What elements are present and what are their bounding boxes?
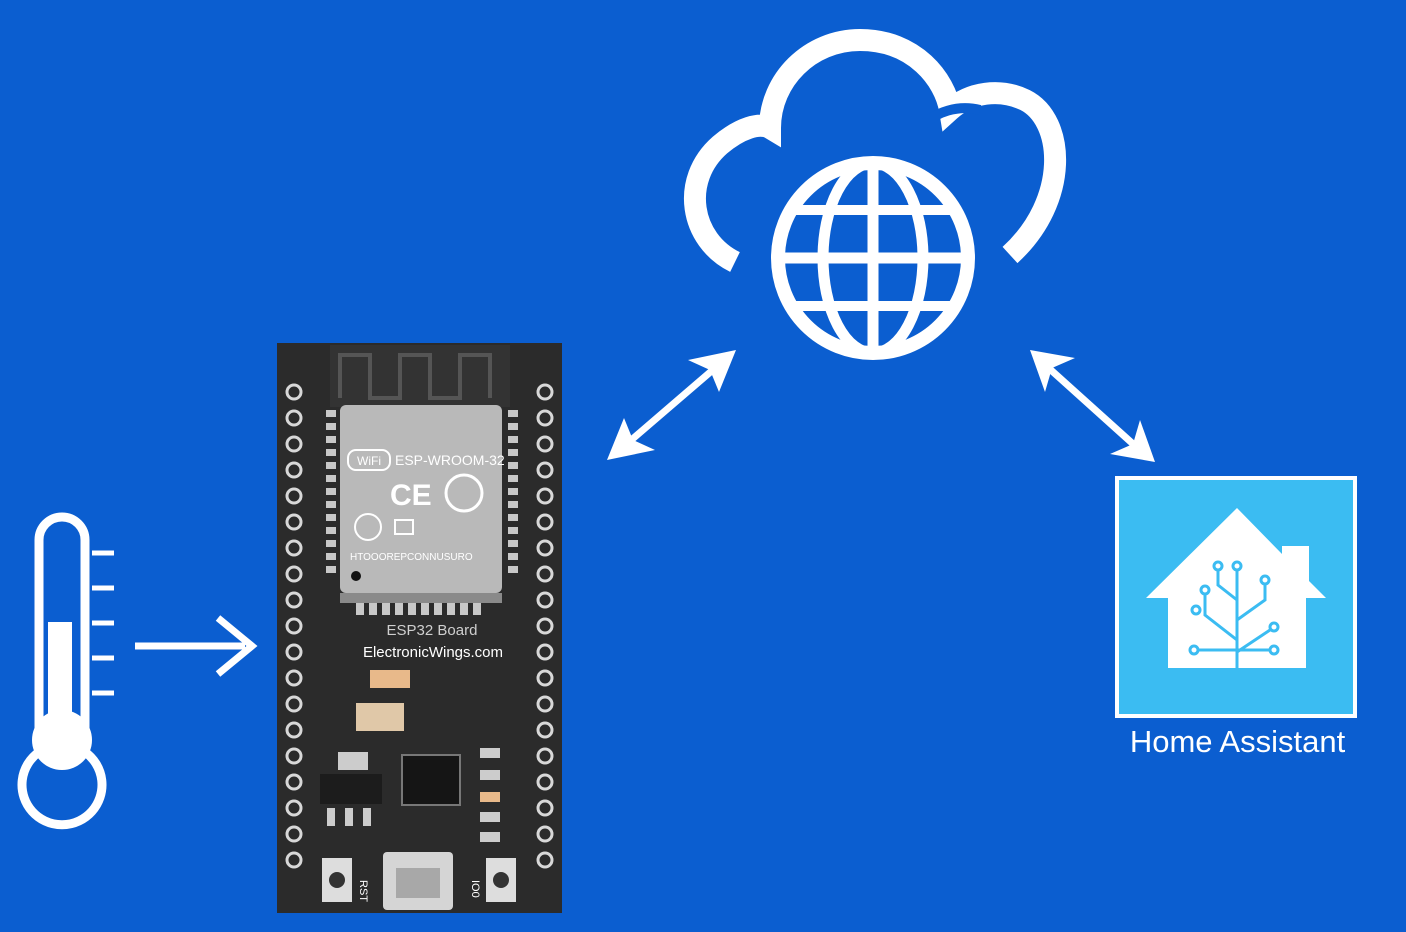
module-pad xyxy=(508,462,518,469)
module-pad xyxy=(326,436,336,443)
module-model: ESP-WROOM-32 xyxy=(395,452,505,468)
module-brand: WiFi xyxy=(357,454,381,468)
header-pin xyxy=(285,799,303,817)
boot-label: IO0 xyxy=(469,880,481,898)
module-pad xyxy=(460,603,468,615)
module-pad xyxy=(447,603,455,615)
module-pad xyxy=(326,423,336,430)
ce-mark: CE xyxy=(390,479,432,512)
header-pin xyxy=(285,487,303,505)
module-pad xyxy=(369,603,377,615)
thermometer-icon xyxy=(17,512,114,830)
module-pad xyxy=(434,603,442,615)
module-pad xyxy=(508,423,518,430)
module-pad xyxy=(326,462,336,469)
header-pin xyxy=(536,565,554,583)
header-pin xyxy=(285,461,303,479)
header-pin xyxy=(285,409,303,427)
module-pad xyxy=(326,475,336,482)
header-pin xyxy=(285,565,303,583)
header-pin xyxy=(536,643,554,661)
module-pad xyxy=(326,410,336,417)
module-pad xyxy=(326,540,336,547)
module-pad xyxy=(326,514,336,521)
header-pin xyxy=(285,669,303,687)
header-pin xyxy=(536,669,554,687)
wroom-module xyxy=(340,405,502,593)
header-pin xyxy=(285,747,303,765)
header-pin xyxy=(536,435,554,453)
header-pin xyxy=(285,513,303,531)
module-pad xyxy=(408,603,416,615)
home-assistant-label: Home Assistant xyxy=(1129,724,1346,759)
header-pin xyxy=(536,539,554,557)
module-pad xyxy=(508,475,518,482)
cloud-homeassistant-arrow xyxy=(1030,350,1155,462)
module-pad xyxy=(508,566,518,573)
header-pin xyxy=(285,773,303,791)
board-name: ESP32 Board xyxy=(387,622,478,639)
header-pin xyxy=(536,851,554,869)
module-pad xyxy=(326,501,336,508)
module-pad xyxy=(508,514,518,521)
reset-label: RST xyxy=(357,880,369,902)
module-pad xyxy=(326,527,336,534)
header-pin xyxy=(536,591,554,609)
module-pad xyxy=(508,488,518,495)
sensor-to-board-arrow xyxy=(135,615,258,677)
module-pad xyxy=(508,436,518,443)
header-pin xyxy=(285,435,303,453)
header-pin xyxy=(536,721,554,739)
header-pin xyxy=(536,383,554,401)
module-pad xyxy=(382,603,390,615)
module-pad xyxy=(473,603,481,615)
header-pin xyxy=(536,695,554,713)
board-site: ElectronicWings.com xyxy=(363,644,503,661)
module-pad xyxy=(508,527,518,534)
module-pad xyxy=(508,501,518,508)
cloud-globe-icon xyxy=(684,28,1067,360)
header-pin xyxy=(285,617,303,635)
module-pad xyxy=(356,603,364,615)
header-pin xyxy=(536,747,554,765)
header-pin xyxy=(285,643,303,661)
module-pad xyxy=(508,540,518,547)
header-pin xyxy=(285,825,303,843)
module-pad xyxy=(326,566,336,573)
module-pad xyxy=(508,410,518,417)
module-pad xyxy=(508,449,518,456)
header-pin xyxy=(285,539,303,557)
header-pin xyxy=(536,461,554,479)
fcc-icon xyxy=(444,473,484,513)
header-pin xyxy=(536,513,554,531)
header-pin xyxy=(285,591,303,609)
module-code: HTOOOREPCONNUSURO xyxy=(350,552,473,563)
header-pin xyxy=(285,721,303,739)
header-pin xyxy=(536,487,554,505)
header-pin xyxy=(536,825,554,843)
header-pin xyxy=(536,799,554,817)
module-pad xyxy=(395,603,403,615)
module-pad xyxy=(326,449,336,456)
module-pad xyxy=(421,603,429,615)
header-pin xyxy=(285,383,303,401)
header-pin xyxy=(536,773,554,791)
header-pin xyxy=(285,695,303,713)
module-pad xyxy=(326,488,336,495)
header-pin xyxy=(536,617,554,635)
module-pad xyxy=(326,553,336,560)
board-cloud-arrow xyxy=(607,350,736,460)
header-pin xyxy=(285,851,303,869)
module-pad xyxy=(508,553,518,560)
header-pin xyxy=(536,409,554,427)
